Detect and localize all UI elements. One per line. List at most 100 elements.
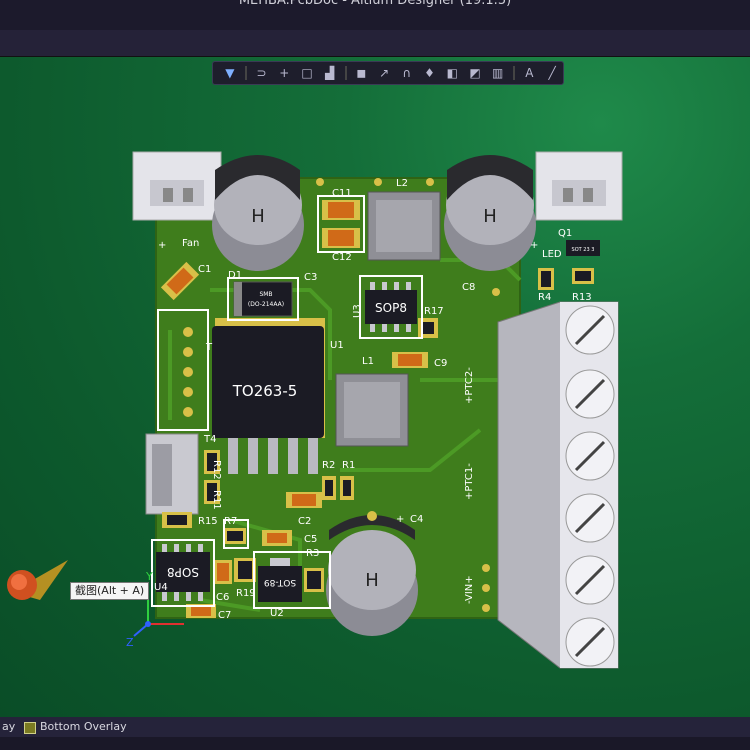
plus-label: + — [396, 514, 404, 525]
designator-c1: C1 — [198, 264, 211, 275]
ic-u1-to263: TO263-5 — [212, 318, 325, 474]
capacitor-c3: H — [212, 155, 304, 271]
designator-u2: U2 — [270, 608, 284, 619]
fill-icon[interactable]: ◧ — [446, 66, 458, 80]
designator-l1: L1 — [362, 356, 374, 367]
sop8-top-label: SOP8 — [375, 301, 407, 315]
rectangle-select-icon[interactable]: □ — [301, 66, 313, 80]
sop8-bottom-label: SOP8 — [167, 565, 199, 579]
dimension-icon[interactable]: ▥ — [492, 66, 504, 80]
menu-bar — [0, 30, 750, 57]
designator-r17: R17 — [424, 306, 444, 317]
cap-polarity-mark: H — [251, 206, 265, 227]
designator-r12: R12 — [211, 460, 222, 480]
designator-r3: R3 — [306, 548, 319, 559]
designator-t: T — [205, 342, 213, 353]
toolbar-separator — [344, 66, 347, 80]
smb-package-label: (DO-214AA) — [248, 301, 284, 308]
designator-c12: C12 — [332, 252, 352, 263]
capacitor-c8: H — [444, 155, 536, 271]
layer-tabs-bar: ay Bottom Overlay — [0, 717, 750, 737]
inductor-l1 — [335, 373, 409, 447]
window-title: MEHBA.PcbDoc - Altium Designer (19.1.5) — [238, 0, 512, 8]
designator-c6: C6 — [216, 592, 229, 603]
ic-u2-sot89: SOT-89 — [258, 558, 302, 602]
screenshot-tooltip: 截图(Alt + A) — [70, 582, 150, 600]
designator-u3: U3 — [352, 304, 363, 318]
designator-q1: Q1 — [558, 228, 572, 239]
filter-icon[interactable]: ▼ — [225, 66, 235, 80]
sot89-label: SOT-89 — [264, 577, 296, 587]
connector-t4 — [145, 433, 199, 515]
designator-r2: R2 — [322, 460, 335, 471]
axis-y-label: Y — [145, 570, 153, 583]
designator-u1: U1 — [330, 340, 344, 351]
status-bar — [0, 737, 750, 750]
ptc1-label: +PTC1- — [464, 463, 475, 500]
diode-d1-smb: SMB (DO-214AA) — [233, 281, 293, 317]
designator-c9: C9 — [434, 358, 447, 369]
pin-icon[interactable]: ♦ — [424, 66, 435, 80]
fan-label: Fan — [182, 238, 199, 249]
screenshot-tool-cursor-icon[interactable] — [7, 560, 68, 600]
header-t — [157, 309, 209, 431]
toolbar-separator — [512, 66, 515, 80]
designator-c7: C7 — [218, 610, 231, 621]
designator-r11: R11 — [211, 490, 222, 510]
plus-label: + — [530, 240, 538, 251]
route-icon[interactable]: ⊃ — [256, 66, 267, 80]
vin-label: -VIN+ — [464, 575, 475, 604]
led-connector — [535, 151, 623, 221]
text-icon[interactable]: A — [525, 66, 534, 80]
bottom-overlay-swatch-icon — [24, 722, 36, 734]
cap-polarity-mark: H — [365, 570, 379, 591]
designator-c2: C2 — [298, 516, 311, 527]
toolbar-separator — [244, 66, 247, 80]
axis-gizmo: Y Z — [126, 570, 184, 649]
designator-l2: L2 — [396, 178, 408, 189]
ptc2-label: +PTC2- — [464, 367, 475, 404]
component-icon[interactable]: ◼ — [356, 66, 367, 80]
cross-icon[interactable]: + — [279, 66, 290, 80]
designator-u4: U4 — [154, 582, 168, 593]
inductor-l2 — [367, 191, 441, 261]
line-icon[interactable]: ╱ — [548, 66, 556, 80]
designator-d1: D1 — [228, 270, 242, 281]
silkscreen-labels: Fan + LED + C1 D1 C3 C11 C12 L2 C8 Q1 R4… — [154, 178, 592, 621]
plus-label: + — [158, 240, 166, 251]
cap-polarity-mark: H — [483, 206, 497, 227]
wave-icon[interactable]: ∩ — [402, 66, 412, 80]
designator-c3: C3 — [304, 272, 317, 283]
designator-r13: R13 — [572, 292, 592, 303]
designator-r4: R4 — [538, 292, 551, 303]
layer-tab-bottom-overlay[interactable]: Bottom Overlay — [40, 720, 127, 733]
designator-c8: C8 — [462, 282, 475, 293]
designator-t4: T4 — [203, 434, 216, 445]
layer-tab-partial[interactable]: ay — [2, 720, 16, 733]
vias — [316, 178, 500, 612]
led-label: LED — [542, 249, 562, 260]
silkscreen-outlines — [151, 195, 423, 609]
designator-c4: C4 — [410, 514, 423, 525]
smd-components — [160, 200, 594, 618]
interactive-route-icon[interactable]: ↗ — [379, 66, 390, 80]
ic-u3-sop8: SOP8 — [365, 282, 417, 332]
designator-r19: R19 — [236, 588, 256, 599]
terminal-block — [497, 301, 619, 669]
designator-r15: R15 — [198, 516, 218, 527]
title-bar: MEHBA.PcbDoc - Altium Designer (19.1.5) — [0, 0, 750, 30]
to263-label: TO263-5 — [232, 382, 298, 400]
pcb-active-bar: ▼ ⊃ + □ ▟ ◼ ↗ ∩ ♦ ◧ ◩ ▥ A ╱ — [212, 61, 564, 85]
designator-c11: C11 — [332, 188, 352, 199]
ic-u4-sop8: SOP8 — [156, 544, 210, 601]
capacitor-c4: H — [326, 515, 418, 636]
transistor-q1: SOT 23 3 — [566, 240, 600, 256]
smb-label: SMB — [259, 291, 272, 298]
polygon-icon[interactable]: ◩ — [469, 66, 481, 80]
axis-z-label: Z — [126, 636, 134, 649]
chart-bar-icon[interactable]: ▟ — [325, 66, 335, 80]
designator-c5: C5 — [304, 534, 317, 545]
designator-r7: R7 — [224, 516, 237, 527]
designator-r1: R1 — [342, 460, 355, 471]
